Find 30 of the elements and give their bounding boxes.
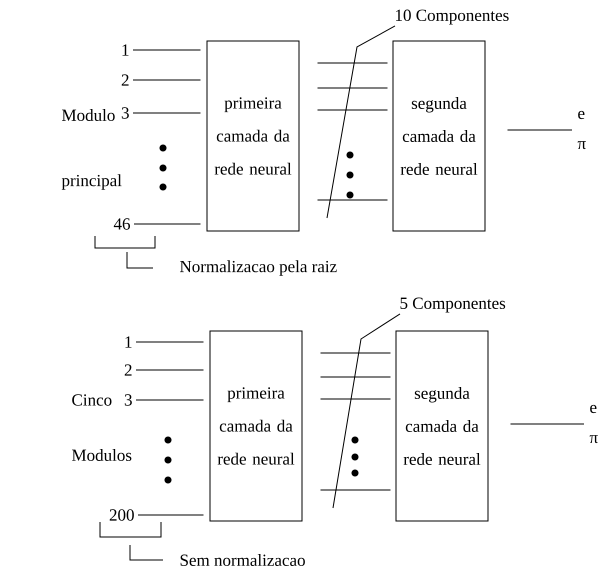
layer-box: segunda camada da rede neural xyxy=(392,40,486,232)
input-number: 3 xyxy=(122,107,129,119)
leader-line xyxy=(332,313,400,508)
side-label: Normalizacao pela raiz xyxy=(180,260,337,276)
component-label: 5 Componentes xyxy=(400,298,506,312)
side-label: Sem normalizacao xyxy=(180,554,305,566)
leader-line xyxy=(326,25,396,218)
input-number: 2 xyxy=(124,364,132,376)
connection-line xyxy=(320,398,391,400)
layer-box: primeira camada da rede neural xyxy=(210,330,302,522)
output-label: e π xyxy=(590,404,598,444)
side-label: Modulo xyxy=(62,109,115,121)
input-line xyxy=(138,514,204,516)
input-line xyxy=(132,112,201,114)
output-label: e π xyxy=(578,110,586,150)
input-number: 2 xyxy=(122,74,129,86)
connection-line xyxy=(320,376,391,378)
input-number: 200 xyxy=(110,509,134,521)
side-label: principal xyxy=(62,174,122,190)
connection-line xyxy=(317,62,388,64)
input-number: 3 xyxy=(124,394,132,406)
input-number: 46 xyxy=(114,218,130,230)
input-number: 1 xyxy=(126,336,132,348)
side-label: Cinco xyxy=(72,394,112,406)
component-label: 10 Componentes xyxy=(396,10,509,24)
side-label: Modulos xyxy=(72,449,132,461)
input-number: 1 xyxy=(122,44,128,56)
connection-line xyxy=(320,352,391,354)
layer-box: segunda camada da rede neural xyxy=(396,330,488,522)
layer-box: primeira camada da rede neural xyxy=(206,40,300,232)
